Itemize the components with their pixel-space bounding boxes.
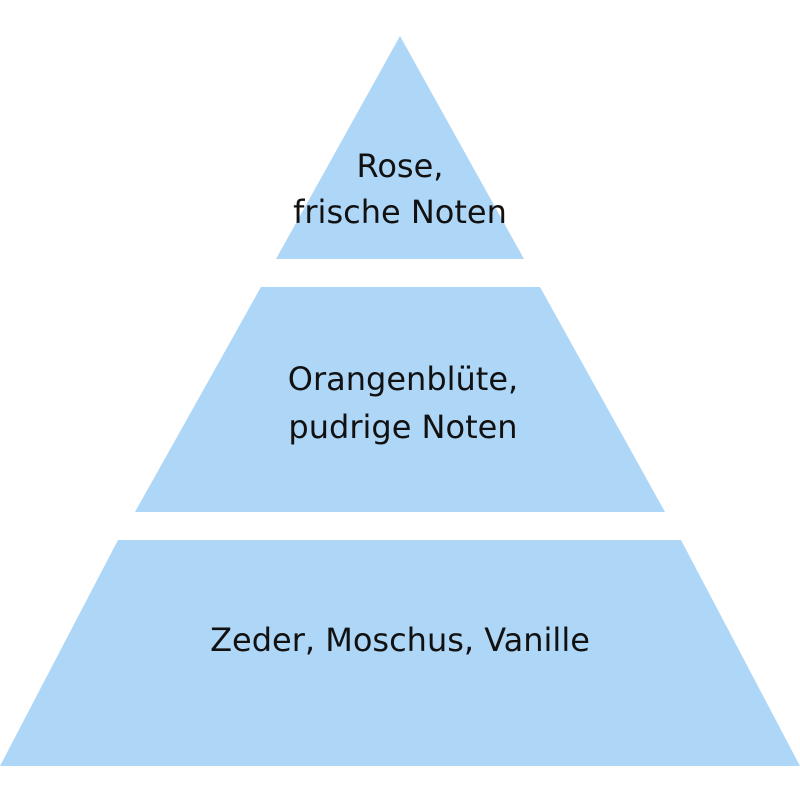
pyramid-tier-top: Rose, frische Noten — [276, 36, 524, 259]
pyramid-tier-top-shape — [276, 36, 524, 259]
pyramid-tier-top-line-2: frische Noten — [293, 193, 507, 231]
pyramid-tier-top-line-1: Rose, — [357, 147, 444, 185]
pyramid-tier-bottom-line-1: Zeder, Moschus, Vanille — [210, 621, 590, 659]
pyramid-tier-middle-line-1: Orangenblüte, — [288, 360, 518, 398]
pyramid-tier-middle-shape — [135, 287, 665, 512]
pyramid-tier-middle: Orangenblüte, pudrige Noten — [135, 287, 665, 512]
pyramid-tier-bottom: Zeder, Moschus, Vanille — [0, 540, 800, 766]
pyramid-tier-middle-line-2: pudrige Noten — [288, 408, 517, 446]
pyramid-tier-bottom-shape — [0, 540, 800, 766]
